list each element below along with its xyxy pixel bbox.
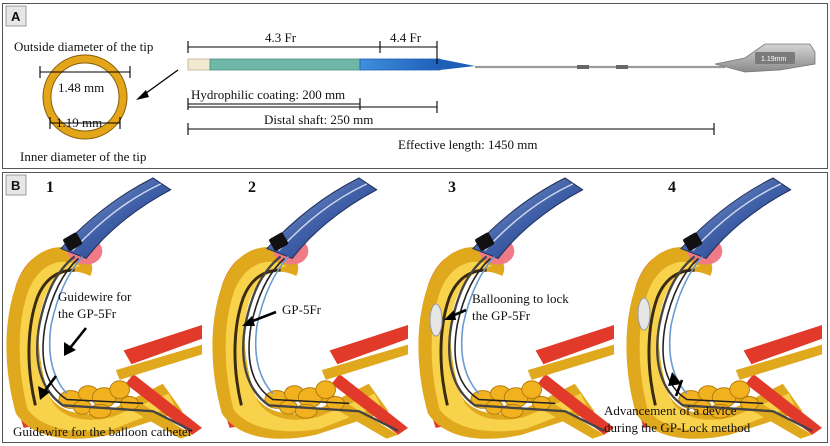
step-1-arrow-upper [64,327,88,356]
panel-b: B 1 Guidewire for the GP-5Fr Guidewire f… [2,172,828,443]
step-4-balloon [637,297,651,331]
step-1-arrow-lower [38,375,58,400]
step-2-arrow [242,310,277,326]
inner-diameter-value: 1.19 mm [56,115,102,130]
hub-size-label: 1.19mm [761,56,786,63]
distal-shaft-label: Distal shaft: 250 mm [264,112,373,127]
tip-inner-title: Inner diameter of the tip [20,149,146,164]
length-brackets [187,98,715,135]
step-4-bottom-line-2: during the GP-Lock method [604,420,751,435]
panel-b-label: B [11,178,20,193]
panel-a-label: A [11,9,21,24]
hydrophilic-label: Hydrophilic coating: 200 mm [191,87,345,102]
outer-diameter-value: 1.48 mm [58,80,104,95]
step-3-balloon [429,303,443,337]
step-4-bottom-line-1: Advancement of a device [604,403,737,418]
step-3-annotation-line-2: the GP-5Fr [472,308,531,323]
step-4-arrow [668,372,684,397]
step-3-number: 3 [448,179,456,196]
step-1-number: 1 [46,179,54,196]
fr-brackets [187,41,438,64]
fr-44-label: 4.4 Fr [390,30,422,45]
tip-cross-section [39,54,131,140]
step-4-number: 4 [668,179,676,196]
step-2-number: 2 [248,179,256,196]
fr-43-label: 4.3 Fr [265,30,297,45]
step-1-annotation-line-1: Guidewire for [58,289,132,304]
step-3-annotation-line-1: Ballooning to lock [472,291,569,306]
step-1-annotation-line-2: the GP-5Fr [58,306,117,321]
tip-pointer-arrow [136,69,179,100]
effective-length-label: Effective length: 1450 mm [398,137,537,152]
panel-a: A Outside diameter of the tip 1.48 mm 1.… [2,3,828,169]
step-3-arrow [444,308,467,320]
catheter-illustration [187,43,816,73]
tip-outside-title: Outside diameter of the tip [14,39,153,54]
step-2-annotation: GP-5Fr [282,302,322,317]
step-1-bottom-text: Guidewire for the balloon catheter [13,424,193,439]
